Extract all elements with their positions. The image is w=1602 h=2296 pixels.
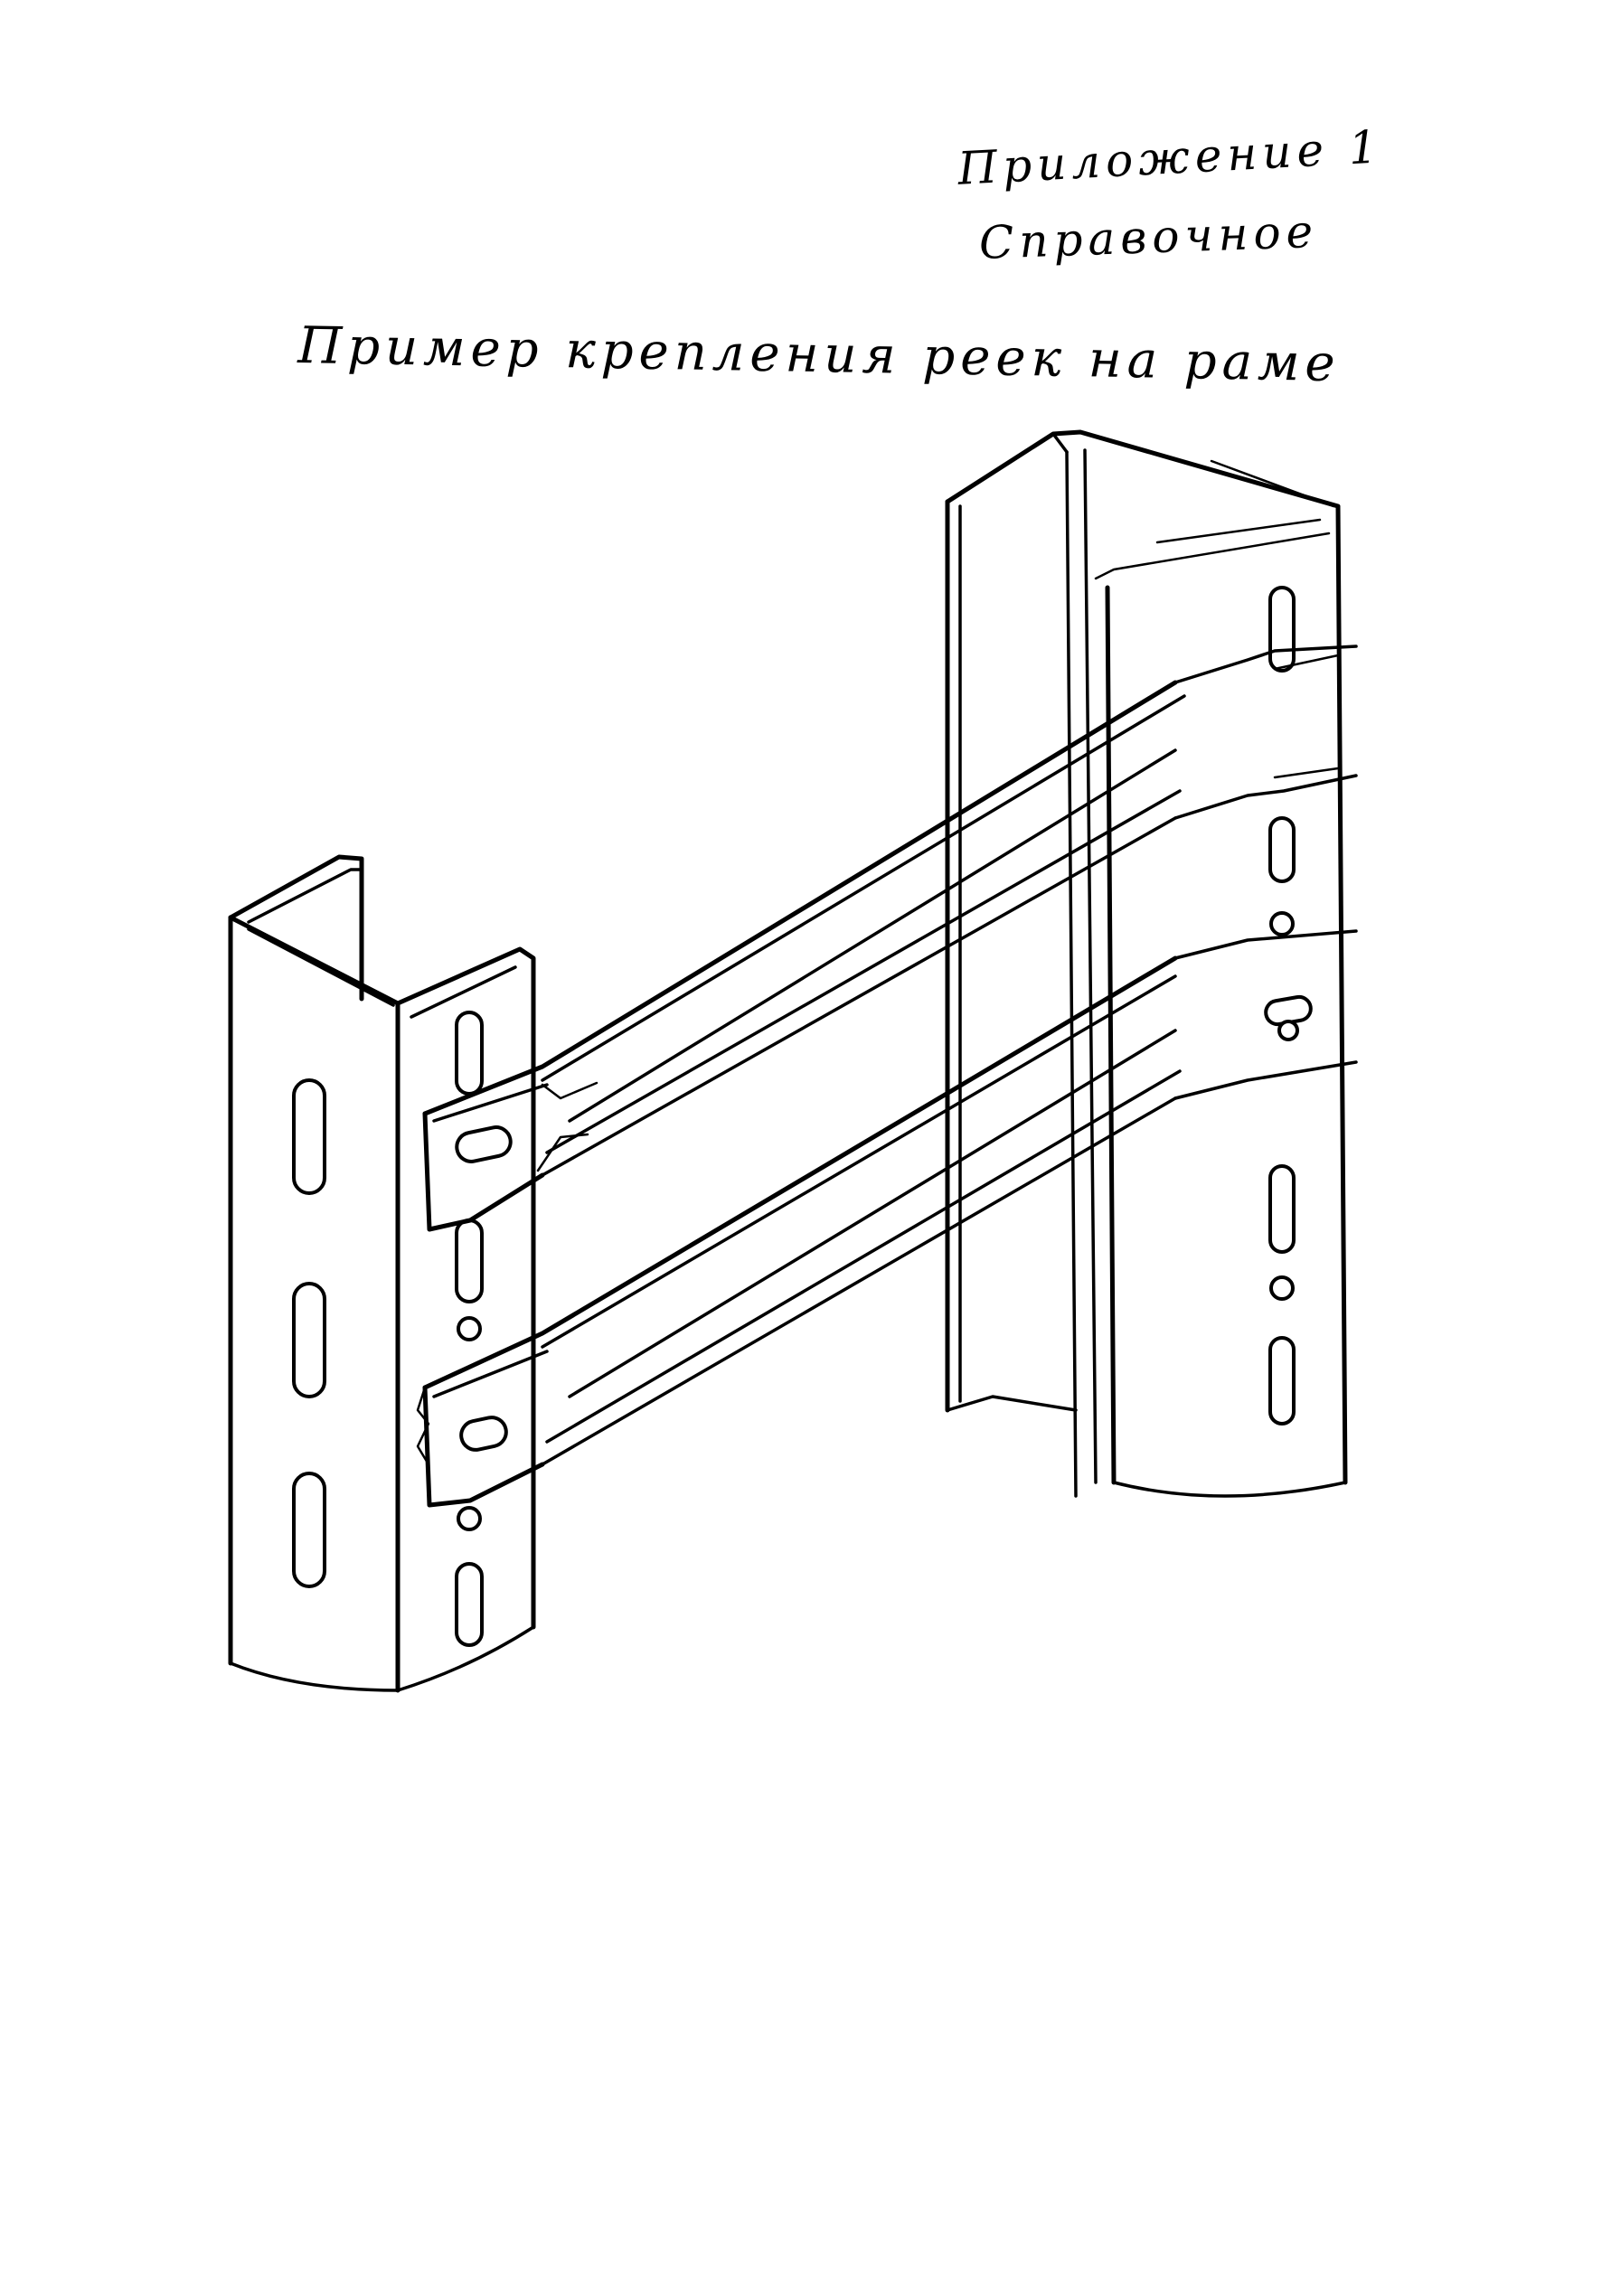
lower-rail xyxy=(416,929,1358,1508)
rear-upright xyxy=(945,429,1348,1498)
front-upright xyxy=(228,854,536,1693)
upper-rail xyxy=(422,645,1358,1232)
